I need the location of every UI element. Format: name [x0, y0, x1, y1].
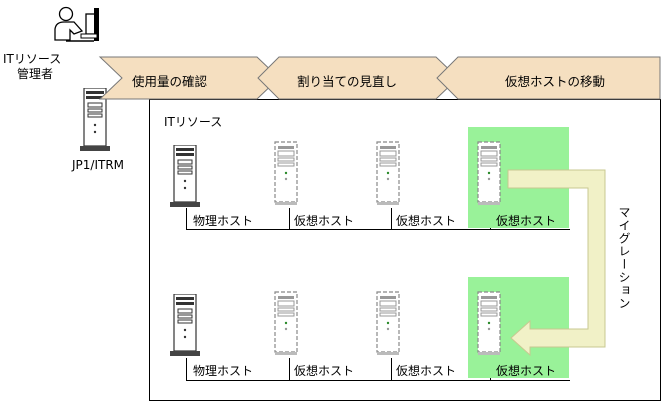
virtual-host-icon: [375, 140, 403, 206]
migration-label: マイグレーション: [617, 206, 631, 310]
process-step-1-shape: [98, 56, 280, 100]
virtual-host-icon: [273, 290, 301, 356]
physical-host-icon: [170, 144, 202, 209]
server-product-label: JP1/ITRM: [72, 158, 125, 172]
admin-label-line2: 管理者: [17, 67, 54, 81]
admin-label-line1: ITリソース: [3, 52, 62, 66]
process-step-3-shape: [436, 56, 661, 100]
process-step-1-label: 使用量の確認: [132, 74, 208, 89]
host-label: 物理ホスト: [193, 214, 254, 228]
virtual-host-icon: [476, 140, 504, 206]
host-label: 仮想ホスト: [496, 364, 557, 378]
host-label: 仮想ホスト: [396, 214, 457, 228]
host-label: 物理ホスト: [193, 364, 254, 378]
host-label: 仮想ホスト: [396, 364, 457, 378]
process-flow: [98, 56, 661, 100]
it-resource-title: ITリソース: [164, 115, 223, 129]
physical-host-icon: [170, 293, 202, 358]
admin-icon: [52, 5, 107, 45]
host-label: 仮想ホスト: [496, 214, 557, 228]
host-label: 仮想ホスト: [294, 214, 355, 228]
jp1-server-icon: [79, 87, 113, 152]
virtual-host-icon: [375, 290, 403, 356]
process-step-3-label: 仮想ホストの移動: [505, 74, 606, 89]
virtual-host-icon: [476, 290, 504, 356]
process-step-2-shape: [257, 56, 459, 100]
host-label: 仮想ホスト: [294, 364, 355, 378]
process-step-2-label: 割り当ての見直し: [297, 74, 398, 89]
virtual-host-icon: [273, 140, 301, 206]
